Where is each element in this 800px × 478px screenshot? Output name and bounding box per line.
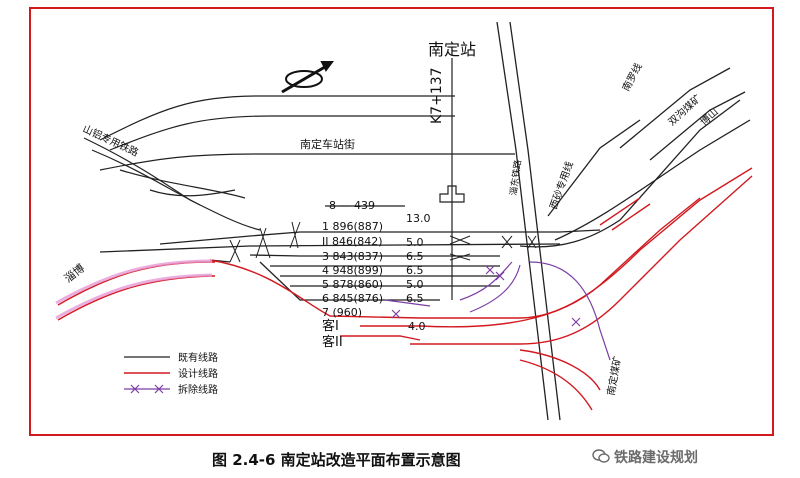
spacing-2: 5.0 — [406, 236, 424, 249]
nanding-coal-label: 南定煤矿 — [604, 355, 624, 397]
passenger-spacing: 4.0 — [408, 320, 426, 333]
track-1-label: 1 896(887) — [322, 220, 383, 233]
existing-tracks — [99, 67, 751, 301]
removed-cross-marks — [391, 265, 581, 327]
spacing-6: 6.5 — [406, 292, 424, 305]
boshan-label: 博山 — [697, 105, 721, 128]
track-2-label: II 846(842) — [322, 235, 383, 248]
passenger-1-label: 客I — [322, 318, 339, 334]
track-labels: 8 — 439 1 896(887) II 846(842) 3 843(837… — [322, 199, 431, 350]
zibo-label: 淄博 — [62, 262, 87, 286]
legend-existing: 既有线路 — [124, 351, 218, 364]
legend-design-label: 设计线路 — [178, 367, 218, 380]
track-7-label: 7 (960) — [322, 306, 362, 319]
figure-caption: 图 2.4-6 南定站改造平面布置示意图 — [212, 451, 461, 469]
street-label: 南定车站街 — [300, 137, 355, 151]
station-name: 南定站 — [428, 40, 476, 59]
north-arrow-icon — [281, 61, 334, 94]
station-street — [99, 95, 515, 171]
spacing-3: 6.5 — [406, 250, 424, 263]
wechat-icon — [592, 449, 610, 463]
spacing-4: 6.5 — [406, 264, 424, 277]
legend-removed-label: 拆除线路 — [178, 383, 218, 396]
nanpo-label: 南罗线 — [619, 61, 645, 94]
spacing-1: 13.0 — [406, 212, 431, 225]
zibo-highlight — [55, 259, 213, 320]
shanlv-branch-lines — [83, 137, 261, 231]
track-8-label: 8 — 439 — [329, 199, 375, 212]
legend: 既有线路 设计线路 拆除线路 — [124, 351, 218, 396]
spacing-5: 5.0 — [406, 278, 424, 291]
passenger-2-label: 客II — [322, 334, 343, 350]
track-5-label: 5 878(860) — [322, 278, 383, 291]
drawing-frame — [29, 7, 774, 436]
track-4-label: 4 948(899) — [322, 264, 383, 277]
legend-removed: 拆除线路 — [124, 383, 218, 396]
legend-design: 设计线路 — [124, 367, 218, 380]
track-3-label: 3 843(837) — [322, 250, 383, 263]
track-6-label: 6 845(876) — [322, 292, 383, 305]
shuanggou-label: 双沟煤矿 — [665, 92, 703, 128]
station-mileage: K7+137 — [429, 67, 445, 124]
design-lines — [57, 167, 753, 411]
legend-existing-label: 既有线路 — [178, 351, 218, 364]
removed-lines — [384, 261, 611, 361]
vertical-main-line — [496, 21, 561, 421]
watermark: 铁路建设规划 — [614, 450, 698, 466]
switch-marks — [229, 221, 537, 263]
